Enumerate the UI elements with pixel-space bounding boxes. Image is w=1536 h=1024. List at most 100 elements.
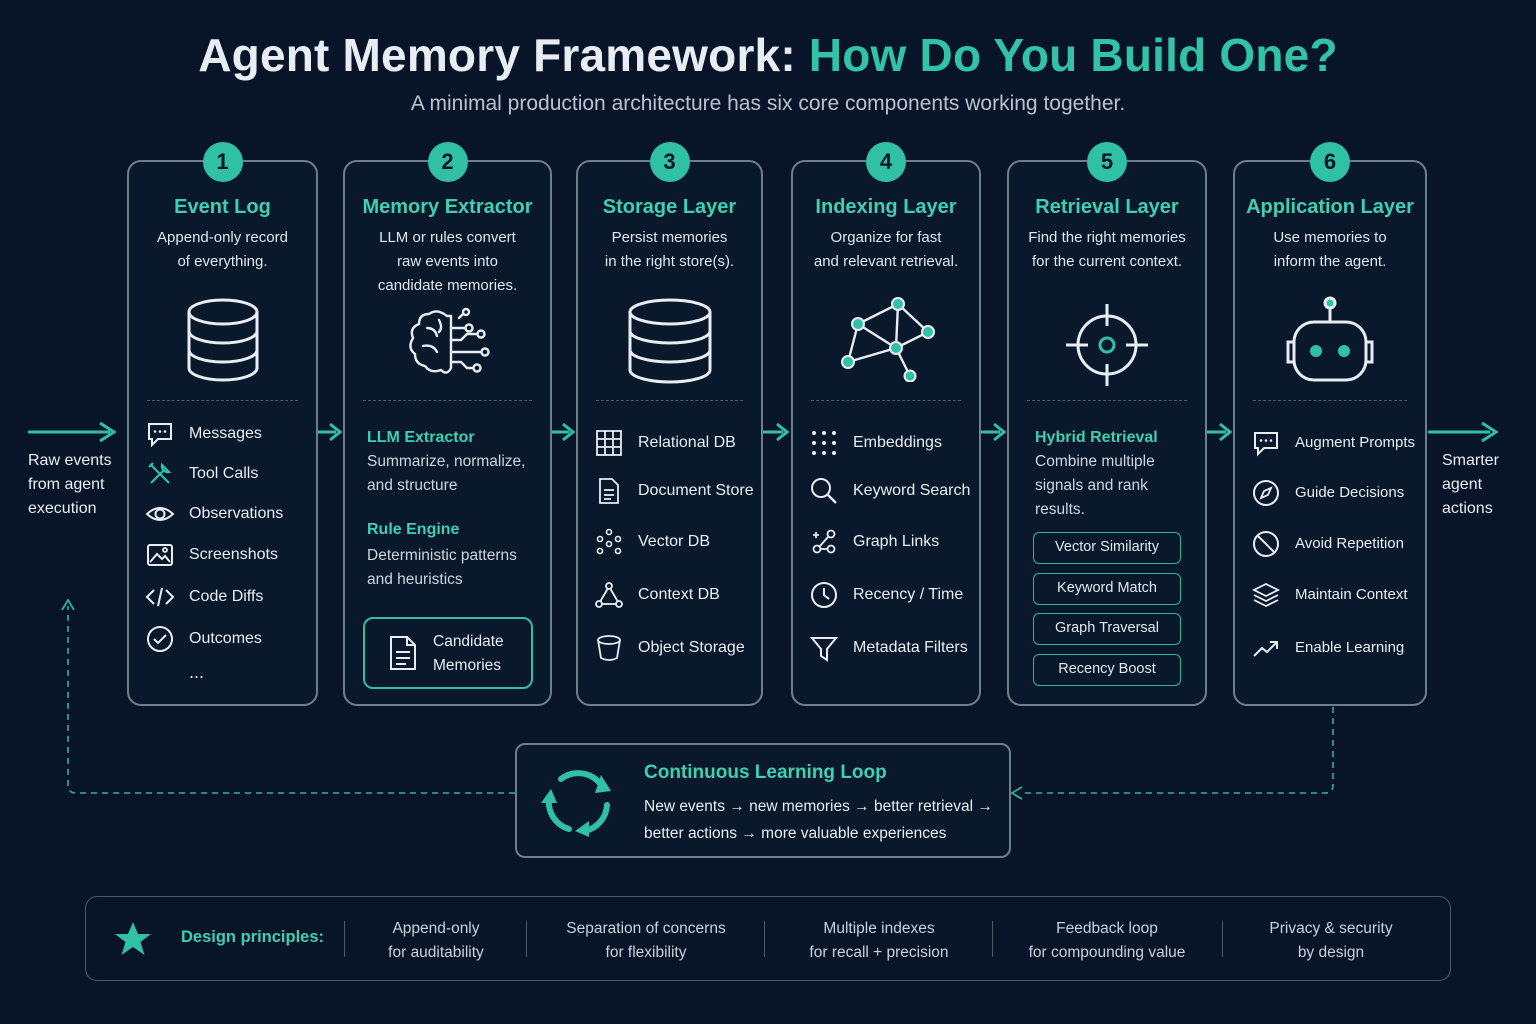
layers-icon [1251, 582, 1281, 608]
tools-icon [148, 462, 172, 484]
item-label: Context DB [638, 586, 720, 603]
clock-icon [811, 582, 837, 608]
connector-arrow-icon [980, 422, 1007, 442]
connector-arrow-icon [1206, 422, 1233, 442]
filter-icon [809, 637, 839, 662]
list-item: Context DB [594, 580, 753, 610]
principles-label: Design principles: [181, 928, 325, 946]
item-label: Object Storage [638, 639, 745, 656]
item-label: Screenshots [189, 546, 278, 563]
output-label: Smarter agent actions [1442, 452, 1499, 517]
candidate-memories-box: Candidate Memories [363, 617, 533, 689]
document-icon [390, 636, 416, 670]
list-item: Tool Calls [145, 459, 308, 489]
step-badge: 6 [1310, 142, 1350, 182]
list-item: Code Diffs [145, 582, 308, 612]
link-nodes-icon [812, 529, 836, 554]
list-item: Graph Links [809, 527, 971, 557]
separator [992, 921, 993, 957]
network-icon [595, 582, 623, 608]
connector-arrow-icon [551, 422, 576, 442]
item-label: Tool Calls [189, 465, 259, 482]
rule-engine-text: Deterministic patterns and heuristics [367, 547, 517, 588]
design-principles: Design principles: Append-only for audit… [85, 896, 1451, 981]
card-storage-layer: 3 Storage Layer Persist memories in the … [576, 142, 763, 706]
loop-text: New events → new memories → better retri… [644, 798, 993, 842]
list-item: Relational DB [594, 428, 753, 458]
item-label: Messages [189, 425, 262, 442]
robot-icon [1286, 296, 1374, 382]
item-label: Metadata Filters [853, 639, 968, 656]
retrieval-pill: Keyword Match [1033, 573, 1181, 605]
hybrid-retrieval-text: Combine multiple signals and rank result… [1035, 453, 1155, 518]
card-application-layer: 6 Application Layer Use memories to info… [1233, 142, 1427, 706]
target-icon [1066, 304, 1148, 386]
code-icon [145, 587, 175, 607]
input-arrow-icon [28, 421, 117, 443]
compass-icon [1253, 480, 1279, 506]
card-title: Indexing Layer [815, 196, 957, 218]
item-label: Observations [189, 505, 284, 522]
separator [344, 921, 345, 957]
list-item: Document Store [594, 476, 754, 506]
item-label: Vector DB [638, 533, 711, 550]
principle-item: Separation of concerns for flexibility [566, 920, 726, 961]
principle-item: Multiple indexes for recall + precision [809, 920, 949, 961]
item-label: Graph Links [853, 533, 940, 550]
title-accent: How Do You Build One? [808, 29, 1338, 81]
list-item: Screenshots [145, 540, 308, 570]
connector-arrow-icon [763, 422, 790, 442]
extractor-heading: LLM Extractor [367, 429, 475, 446]
divider [363, 400, 532, 401]
page-title: Agent Memory Framework: How Do You Build… [0, 28, 1536, 82]
database-icon [187, 298, 258, 382]
card-description: Use memories to inform the agent. [1273, 229, 1387, 270]
step-badge: 1 [202, 142, 243, 182]
list-item: Messages [145, 419, 308, 449]
step-badge: 5 [1087, 142, 1127, 182]
item-label: Maintain Context [1295, 586, 1408, 603]
list-item: Augment Prompts [1251, 428, 1417, 458]
list-item: Recency / Time [809, 580, 971, 610]
card-indexing-layer: 4 Indexing Layer Organize for fast and r… [791, 142, 981, 706]
dot-grid-icon [812, 431, 836, 455]
card-event-log: 1 Event Log Append-only record of everyt… [127, 142, 318, 706]
page-subtitle: A minimal production architecture has si… [410, 92, 1126, 115]
database-icon [628, 298, 711, 384]
image-icon [147, 544, 173, 566]
list-item: Guide Decisions [1251, 478, 1417, 508]
item-label: Guide Decisions [1295, 484, 1405, 501]
card-title: Storage Layer [602, 196, 737, 218]
card-title: Retrieval Layer [1035, 196, 1179, 218]
connector-arrow-icon [318, 422, 343, 442]
candidate-label: Candidate Memories [433, 633, 504, 674]
card-memory-extractor: 2 Memory Extractor LLM or rules convert … [343, 142, 552, 706]
list-item: Object Storage [594, 633, 753, 663]
item-label: Embeddings [853, 434, 942, 451]
list-item: Observations [145, 499, 308, 529]
principle-item: Feedback loop for compounding value [1028, 920, 1186, 961]
output-arrow-icon [1428, 421, 1499, 443]
message-icon [148, 423, 172, 448]
separator [764, 921, 765, 957]
bucket-icon [597, 635, 621, 661]
star-icon [115, 922, 151, 955]
card-description: LLM or rules convert raw events into can… [377, 229, 518, 294]
card-title: Memory Extractor [362, 196, 533, 218]
card-description: Find the right memories for the current … [1028, 229, 1186, 270]
item-label: Code Diffs [189, 588, 264, 605]
table-icon [596, 430, 622, 456]
list-item: Avoid Repetition [1251, 529, 1417, 559]
scatter-dots-icon [596, 528, 622, 555]
brain-circuit-icon [408, 307, 490, 374]
divider [1253, 400, 1407, 401]
graph-network-icon [841, 297, 935, 382]
item-label: Outcomes [189, 630, 262, 647]
principle-item: Privacy & security by design [1269, 920, 1393, 961]
title-main: Agent Memory Framework: [198, 29, 796, 81]
trend-up-icon [1253, 641, 1278, 657]
divider [1027, 400, 1187, 401]
item-label: Relational DB [638, 434, 736, 451]
item-label: Augment Prompts [1295, 434, 1416, 451]
loop-title: Continuous Learning Loop [644, 762, 887, 783]
